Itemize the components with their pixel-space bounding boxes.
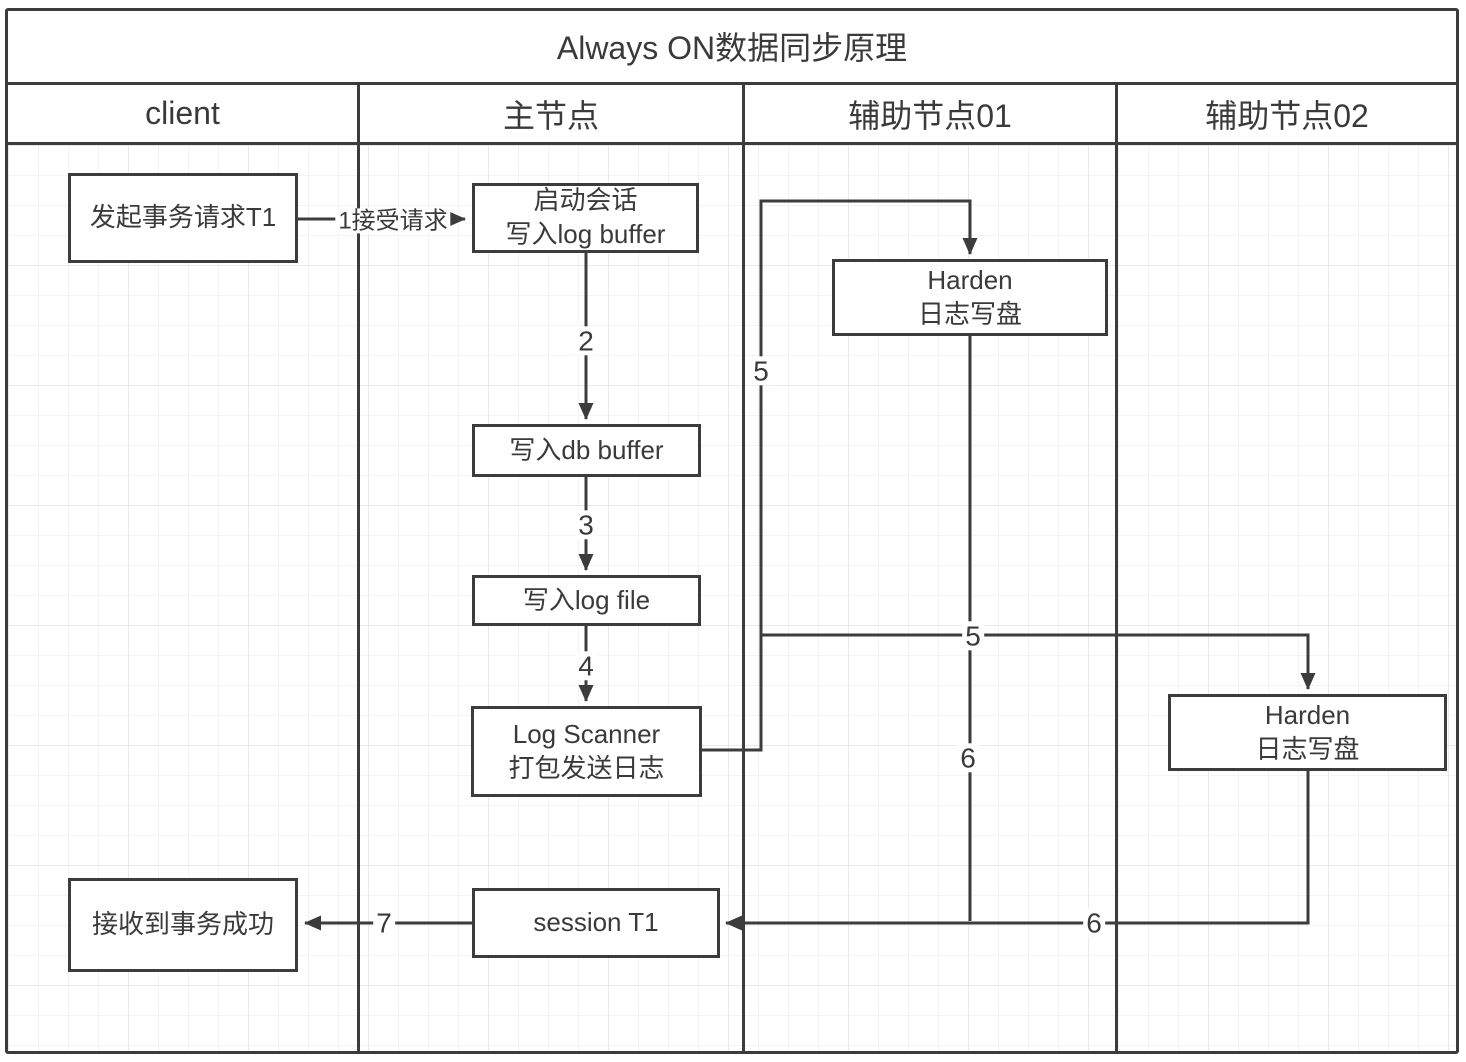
node-start-session: 启动会话 写入log buffer bbox=[472, 183, 699, 253]
node-received-success: 接收到事务成功 bbox=[68, 878, 298, 972]
diagram-title: Always ON数据同步原理 bbox=[556, 30, 908, 66]
node-harden-01: Harden 日志写盘 bbox=[832, 259, 1108, 336]
node-session-t1-label: session T1 bbox=[533, 907, 659, 938]
node-harden-02-line2: 日志写盘 bbox=[1255, 733, 1360, 764]
edge-label-step7: 7 bbox=[373, 908, 395, 938]
node-log-scanner-line2: 打包发送日志 bbox=[508, 752, 665, 783]
pool-border bbox=[5, 8, 1459, 1054]
edge-label-step2: 2 bbox=[575, 326, 597, 356]
node-harden-02: Harden 日志写盘 bbox=[1168, 694, 1447, 771]
node-session-t1: session T1 bbox=[472, 888, 720, 958]
node-db-buffer: 写入db buffer bbox=[472, 424, 701, 477]
node-harden-02-line1: Harden bbox=[1264, 699, 1351, 730]
node-harden-01-line2: 日志写盘 bbox=[917, 298, 1022, 329]
edge-label-step6-harden01: 6 bbox=[957, 743, 979, 773]
node-log-scanner-line1: Log Scanner bbox=[512, 718, 661, 749]
node-harden-01-line1: Harden bbox=[927, 264, 1013, 295]
node-client-request: 发起事务请求T1 bbox=[68, 173, 298, 263]
edge-step5-to-harden-01 bbox=[702, 199, 978, 752]
node-client-request-label: 发起事务请求T1 bbox=[89, 202, 277, 233]
lane-header-client: client bbox=[145, 95, 220, 131]
title-separator-line bbox=[5, 82, 1459, 85]
node-log-scanner: Log Scanner 打包发送日志 bbox=[471, 706, 702, 797]
edge-label-step5-branch: 5 bbox=[962, 621, 984, 651]
node-start-session-line1: 启动会话 bbox=[533, 185, 638, 216]
edge-step6-to-session-t1 bbox=[725, 771, 1310, 931]
edge-label-step5-main: 5 bbox=[750, 356, 772, 386]
edge-label-step1: 1接受请求 bbox=[335, 208, 451, 234]
node-log-file-label: 写入log file bbox=[522, 584, 651, 615]
node-start-session-line2: 写入log buffer bbox=[505, 219, 666, 249]
edge-label-step6-harden02: 6 bbox=[1083, 908, 1105, 938]
lane-header-secondary-01: 辅助节点01 bbox=[848, 97, 1012, 134]
lane-header-separator-line bbox=[5, 142, 1459, 145]
lane-header-primary: 主节点 bbox=[502, 97, 599, 134]
edge-step5-to-harden-02 bbox=[761, 633, 1316, 690]
node-received-success-label: 接收到事务成功 bbox=[91, 909, 274, 940]
lane-divider-3 bbox=[1115, 83, 1118, 1051]
node-log-file: 写入log file bbox=[472, 575, 701, 626]
lane-divider-1 bbox=[357, 83, 360, 1051]
edge-label-step3: 3 bbox=[575, 510, 597, 540]
edge-label-step4: 4 bbox=[575, 651, 597, 681]
lane-divider-2 bbox=[742, 83, 745, 1051]
lane-header-secondary-02: 辅助节点02 bbox=[1205, 97, 1369, 134]
node-db-buffer-label: 写入db buffer bbox=[509, 434, 664, 465]
